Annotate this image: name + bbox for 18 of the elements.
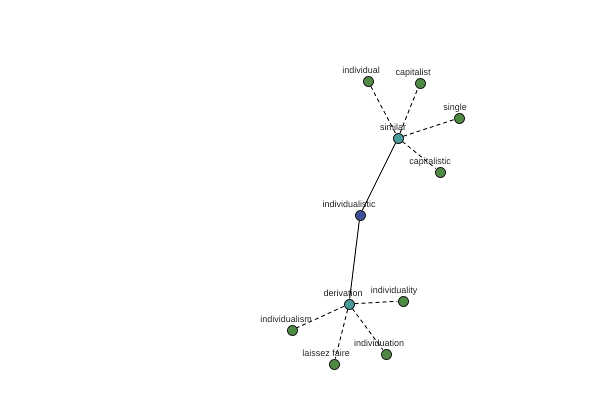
node-label: single	[443, 102, 467, 112]
dashed-line	[400, 88, 418, 134]
node-label: capitalist	[396, 67, 430, 77]
node-label: similar	[380, 122, 406, 132]
dashed-line	[354, 300, 398, 304]
dashed-line	[334, 308, 348, 360]
node-label: individuation	[354, 338, 404, 348]
node-label: individuality	[370, 285, 418, 295]
dashed-line	[352, 308, 384, 350]
node-label: individualism	[260, 314, 312, 324]
node-label: laissez faire	[302, 348, 350, 358]
line	[362, 142, 396, 211]
node-label: capitalistic	[409, 156, 451, 166]
dashed-line	[370, 85, 396, 134]
dashed-line	[402, 119, 454, 137]
node-label: individual	[342, 65, 380, 75]
dashed-line	[296, 306, 344, 328]
line	[349, 220, 360, 300]
